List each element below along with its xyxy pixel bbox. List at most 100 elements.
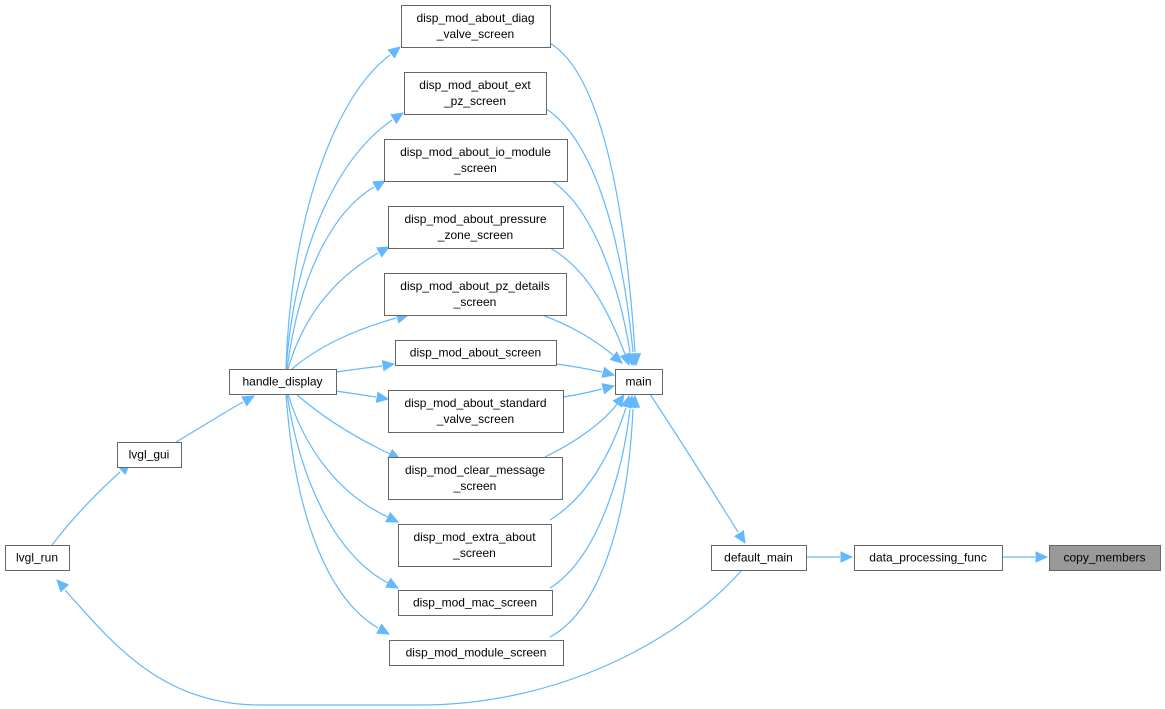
edge-handle_display-to-about_io_module [286,180,387,370]
arrowhead-icon [601,383,616,395]
node-label: disp_mod_extra_about [413,530,536,544]
edge-line [551,180,631,353]
edge-default_main-to-data_processing_func [806,551,854,563]
node-box [117,442,182,468]
node-box [404,72,547,115]
edge-about_pz_details-to-main [541,314,623,364]
node-box [389,640,564,666]
edge-handle_display-to-module_screen [285,393,391,635]
node-label: disp_mod_clear_message [405,463,545,477]
edge-handle_display-to-about_diag_valve [285,46,401,370]
node-mac-screen[interactable]: disp_mod_mac_screen [398,590,553,616]
node-label: disp_mod_about_ext [419,78,531,92]
node-clear-message[interactable]: disp_mod_clear_message_screen [388,457,563,500]
edge-line [285,393,379,629]
node-default-main[interactable]: default_main [711,545,807,571]
arrowhead-icon [381,360,396,372]
node-label: default_main [724,551,793,565]
arrowhead-icon [372,180,387,192]
node-label: _valve_screen [436,27,514,41]
edge-about_standard_valve-to-main [562,383,616,398]
node-label: copy_members [1063,551,1145,565]
node-about-io-module[interactable]: disp_mod_about_io_module_screen [384,139,568,182]
node-label: handle_display [242,375,322,389]
node-lvgl-gui[interactable]: lvgl_gui [117,442,182,468]
edge-clear_message-to-main [544,394,625,458]
node-label: _pz_screen [443,94,506,108]
arrowhead-icon [612,394,625,408]
node-extra-about[interactable]: disp_mod_extra_about_screen [398,524,552,567]
node-box [388,390,564,433]
edge-line [555,363,603,373]
node-about-ext-pz[interactable]: disp_mod_about_ext _pz_screen [404,72,547,115]
node-main[interactable]: main [615,369,663,395]
node-label: disp_mod_about_standard [404,396,546,410]
edge-data_processing_func-to-copy_members [1002,551,1049,563]
node-about-standard-valve[interactable]: disp_mod_about_standard _valve_screen [388,390,564,433]
node-box [395,340,557,366]
edge-handle_display-to-about_pz_details [291,312,410,370]
node-label: lvgl_run [16,551,58,565]
arrowhead-icon [385,511,400,523]
edge-handle_display-to-about_screen [335,360,396,373]
node-label: disp_mod_about_diag [416,11,534,25]
edge-line [649,393,739,533]
arrowhead-icon [376,246,391,258]
node-label: main [625,375,651,389]
edge-handle_display-to-about_ext_pz [285,112,405,370]
arrowhead-icon [375,391,390,403]
node-box [398,590,553,616]
node-label: _valve_screen [436,412,514,426]
arrowhead-icon [734,530,746,545]
edge-about_pressure_zone-to-main [549,247,631,367]
node-box [229,369,337,395]
node-box [401,5,551,48]
node-module-screen[interactable]: disp_mod_module_screen [389,640,564,666]
node-box [398,524,552,567]
arrowhead-icon [376,623,391,635]
edge-line [549,407,627,521]
node-label: disp_mod_mac_screen [413,596,537,610]
edge-lvgl_run-to-lvgl_gui [51,462,131,546]
edge-handle_display-to-about_standard_valve [335,390,390,403]
node-about-pressure-zone[interactable]: disp_mod_about_pressure_zone_screen [388,206,564,249]
arrowhead-icon [1035,551,1049,563]
arrowhead-icon [56,579,70,593]
node-box [854,545,1003,571]
node-handle-display[interactable]: handle_display [229,369,337,395]
edge-line [549,408,631,589]
node-box [384,139,568,182]
node-copy-members[interactable]: copy_members [1049,545,1161,571]
edge-line [549,408,634,638]
edges-layer [51,41,1049,706]
edge-line [287,252,379,370]
node-box [1049,545,1161,571]
edge-line [549,247,626,355]
arrowhead-icon [601,366,616,378]
node-box [5,545,70,571]
node-box [711,545,807,571]
arrowhead-icon [609,351,623,364]
edge-handle_display-to-mac_screen [286,393,400,589]
node-about-screen[interactable]: disp_mod_about_screen [395,340,557,366]
node-label: disp_mod_about_io_module [400,145,551,159]
node-lvgl-run[interactable]: lvgl_run [5,545,70,571]
edge-line [295,393,391,455]
edge-module_screen-to-main [549,394,641,638]
node-label: disp_mod_module_screen [406,646,547,660]
edge-line [285,119,393,370]
node-data-processing-func[interactable]: data_processing_func [854,545,1003,571]
node-about-pz-details[interactable]: disp_mod_about_pz_details_screen [384,273,567,316]
edge-main-to-default_main [649,393,746,545]
arrowhead-icon [385,577,400,589]
node-about-diag-valve[interactable]: disp_mod_about_diag _valve_screen [401,5,551,48]
node-label: data_processing_func [869,551,986,565]
node-box [388,457,563,500]
arrowhead-icon [619,352,631,367]
edge-line [285,54,391,370]
arrowhead-icon [390,112,405,125]
edge-line [335,365,383,373]
edge-line [544,107,634,353]
edge-line [562,388,603,398]
